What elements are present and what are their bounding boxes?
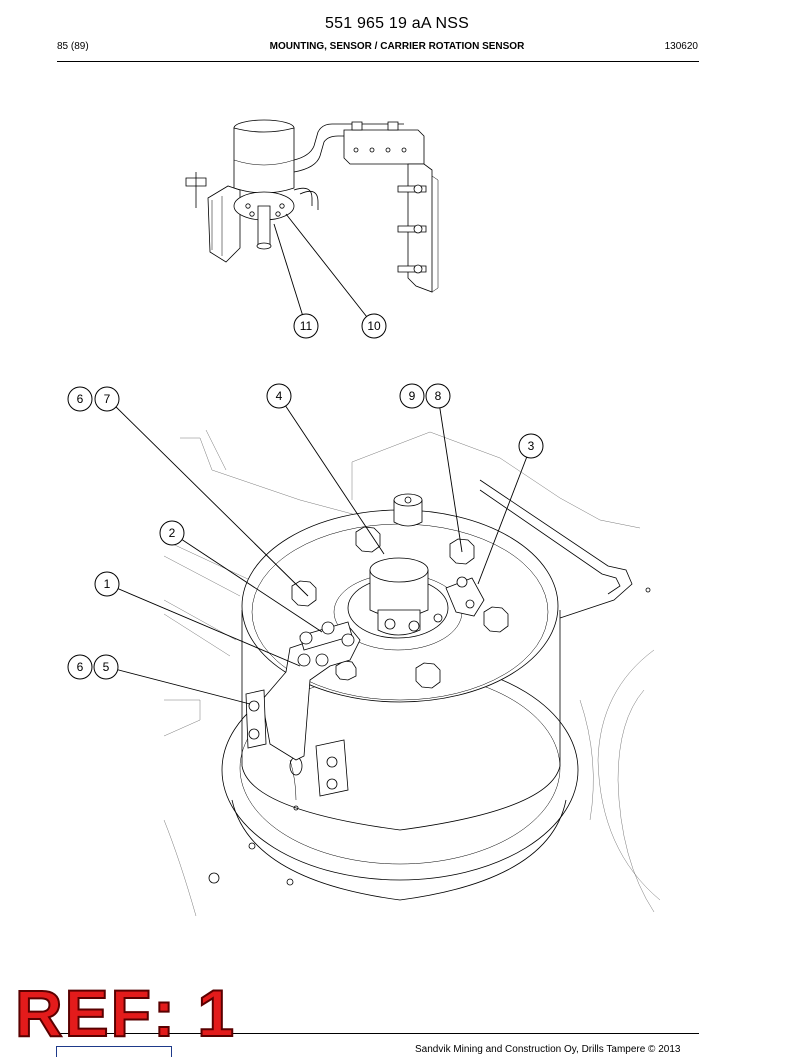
- svg-text:11: 11: [300, 319, 313, 333]
- callout-7: 7: [94, 386, 120, 412]
- svg-text:3: 3: [528, 439, 535, 453]
- ref-stamp: REF: 1: [14, 976, 237, 1050]
- svg-text:10: 10: [367, 319, 381, 333]
- svg-text:6: 6: [77, 660, 84, 674]
- page-number: 85 (89): [57, 41, 89, 52]
- sensor-assembly-view: [185, 119, 439, 293]
- svg-text:1: 1: [104, 577, 111, 591]
- footer-rule: [57, 1033, 699, 1034]
- svg-text:6: 6: [77, 392, 84, 406]
- callout-6-lower: 6: [67, 654, 93, 680]
- page-title: MOUNTING, SENSOR / CARRIER ROTATION SENS…: [269, 41, 525, 52]
- svg-text:2: 2: [169, 526, 176, 540]
- callout-11: 11: [293, 313, 319, 339]
- callout-2: 2: [159, 520, 185, 546]
- callout-1: 1: [94, 571, 120, 597]
- callout-5: 5: [93, 654, 119, 680]
- svg-text:8: 8: [435, 389, 442, 403]
- rotation-unit-view: [163, 429, 661, 917]
- header-code: 130620: [664, 41, 698, 52]
- callout-3: 3: [518, 433, 544, 459]
- callout-9: 9: [399, 383, 425, 409]
- svg-text:9: 9: [409, 389, 416, 403]
- brand-logo-strip: [56, 1046, 172, 1057]
- callout-6-upper: 6: [67, 386, 93, 412]
- header-rule: [57, 61, 699, 62]
- svg-text:7: 7: [104, 392, 111, 406]
- svg-text:4: 4: [276, 389, 283, 403]
- document-number: 551 965 19 aA NSS: [325, 15, 469, 32]
- callout-10: 10: [361, 313, 387, 339]
- callout-4: 4: [266, 383, 292, 409]
- callout-8: 8: [425, 383, 451, 409]
- svg-text:5: 5: [103, 660, 110, 674]
- footer-copyright: Sandvik Mining and Construction Oy, Dril…: [415, 1044, 681, 1055]
